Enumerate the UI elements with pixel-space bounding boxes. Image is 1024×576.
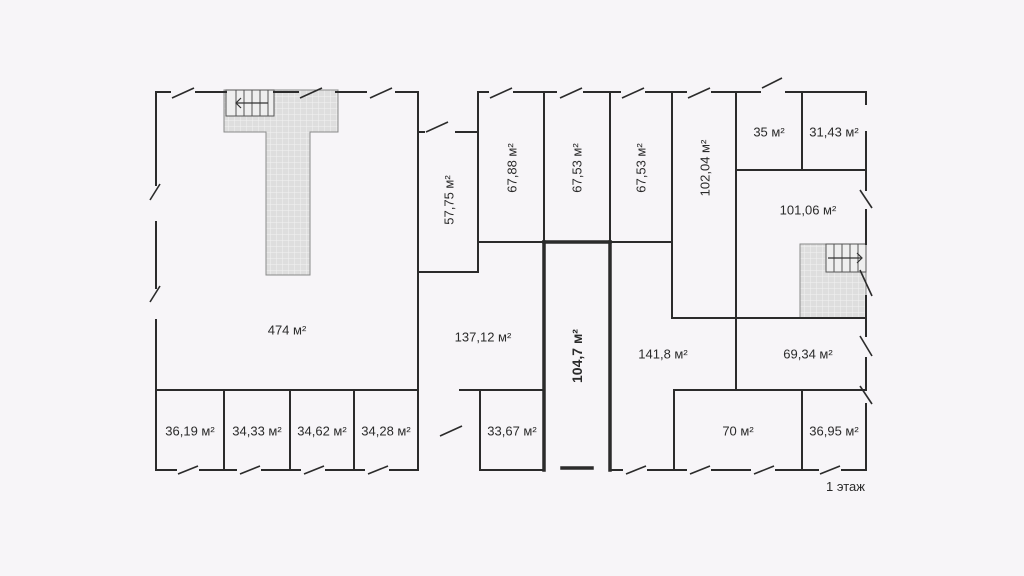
room-label-104-7: 104,7 м²	[569, 329, 585, 383]
room-label-33-67: 33,67 м²	[487, 423, 537, 439]
room-label-102-04: 102,04 м²	[697, 139, 713, 197]
stair-arrow-left-icon	[235, 97, 268, 109]
room-label-34-62: 34,62 м²	[297, 423, 347, 439]
room-label-474: 474 м²	[267, 322, 307, 338]
room-label-70: 70 м²	[722, 423, 754, 439]
room-label-67-53-a: 67,53 м²	[569, 143, 585, 193]
room-label-34-33: 34,33 м²	[232, 423, 282, 439]
room-label-36-19: 36,19 м²	[165, 423, 215, 439]
stair-core-left	[223, 89, 339, 276]
room-label-137-12: 137,12 м²	[454, 329, 512, 345]
room-label-69-34: 69,34 м²	[783, 346, 833, 362]
room-label-31-43: 31,43 м²	[809, 124, 859, 140]
room-label-67-53-b: 67,53 м²	[633, 143, 649, 193]
room-label-36-95: 36,95 м²	[809, 423, 859, 439]
room-label-34-28: 34,28 м²	[361, 423, 411, 439]
room-label-35: 35 м²	[753, 124, 785, 140]
doors	[149, 77, 873, 475]
room-label-67-88: 67,88 м²	[504, 143, 520, 193]
room-label-101-06: 101,06 м²	[779, 202, 837, 218]
walls	[155, 91, 867, 472]
room-label-57-75: 57,75 м²	[441, 175, 457, 225]
stair-arrow-right-icon	[828, 252, 863, 264]
room-label-141-8: 141,8 м²	[638, 346, 688, 362]
floor-label: 1 этаж	[826, 479, 865, 494]
